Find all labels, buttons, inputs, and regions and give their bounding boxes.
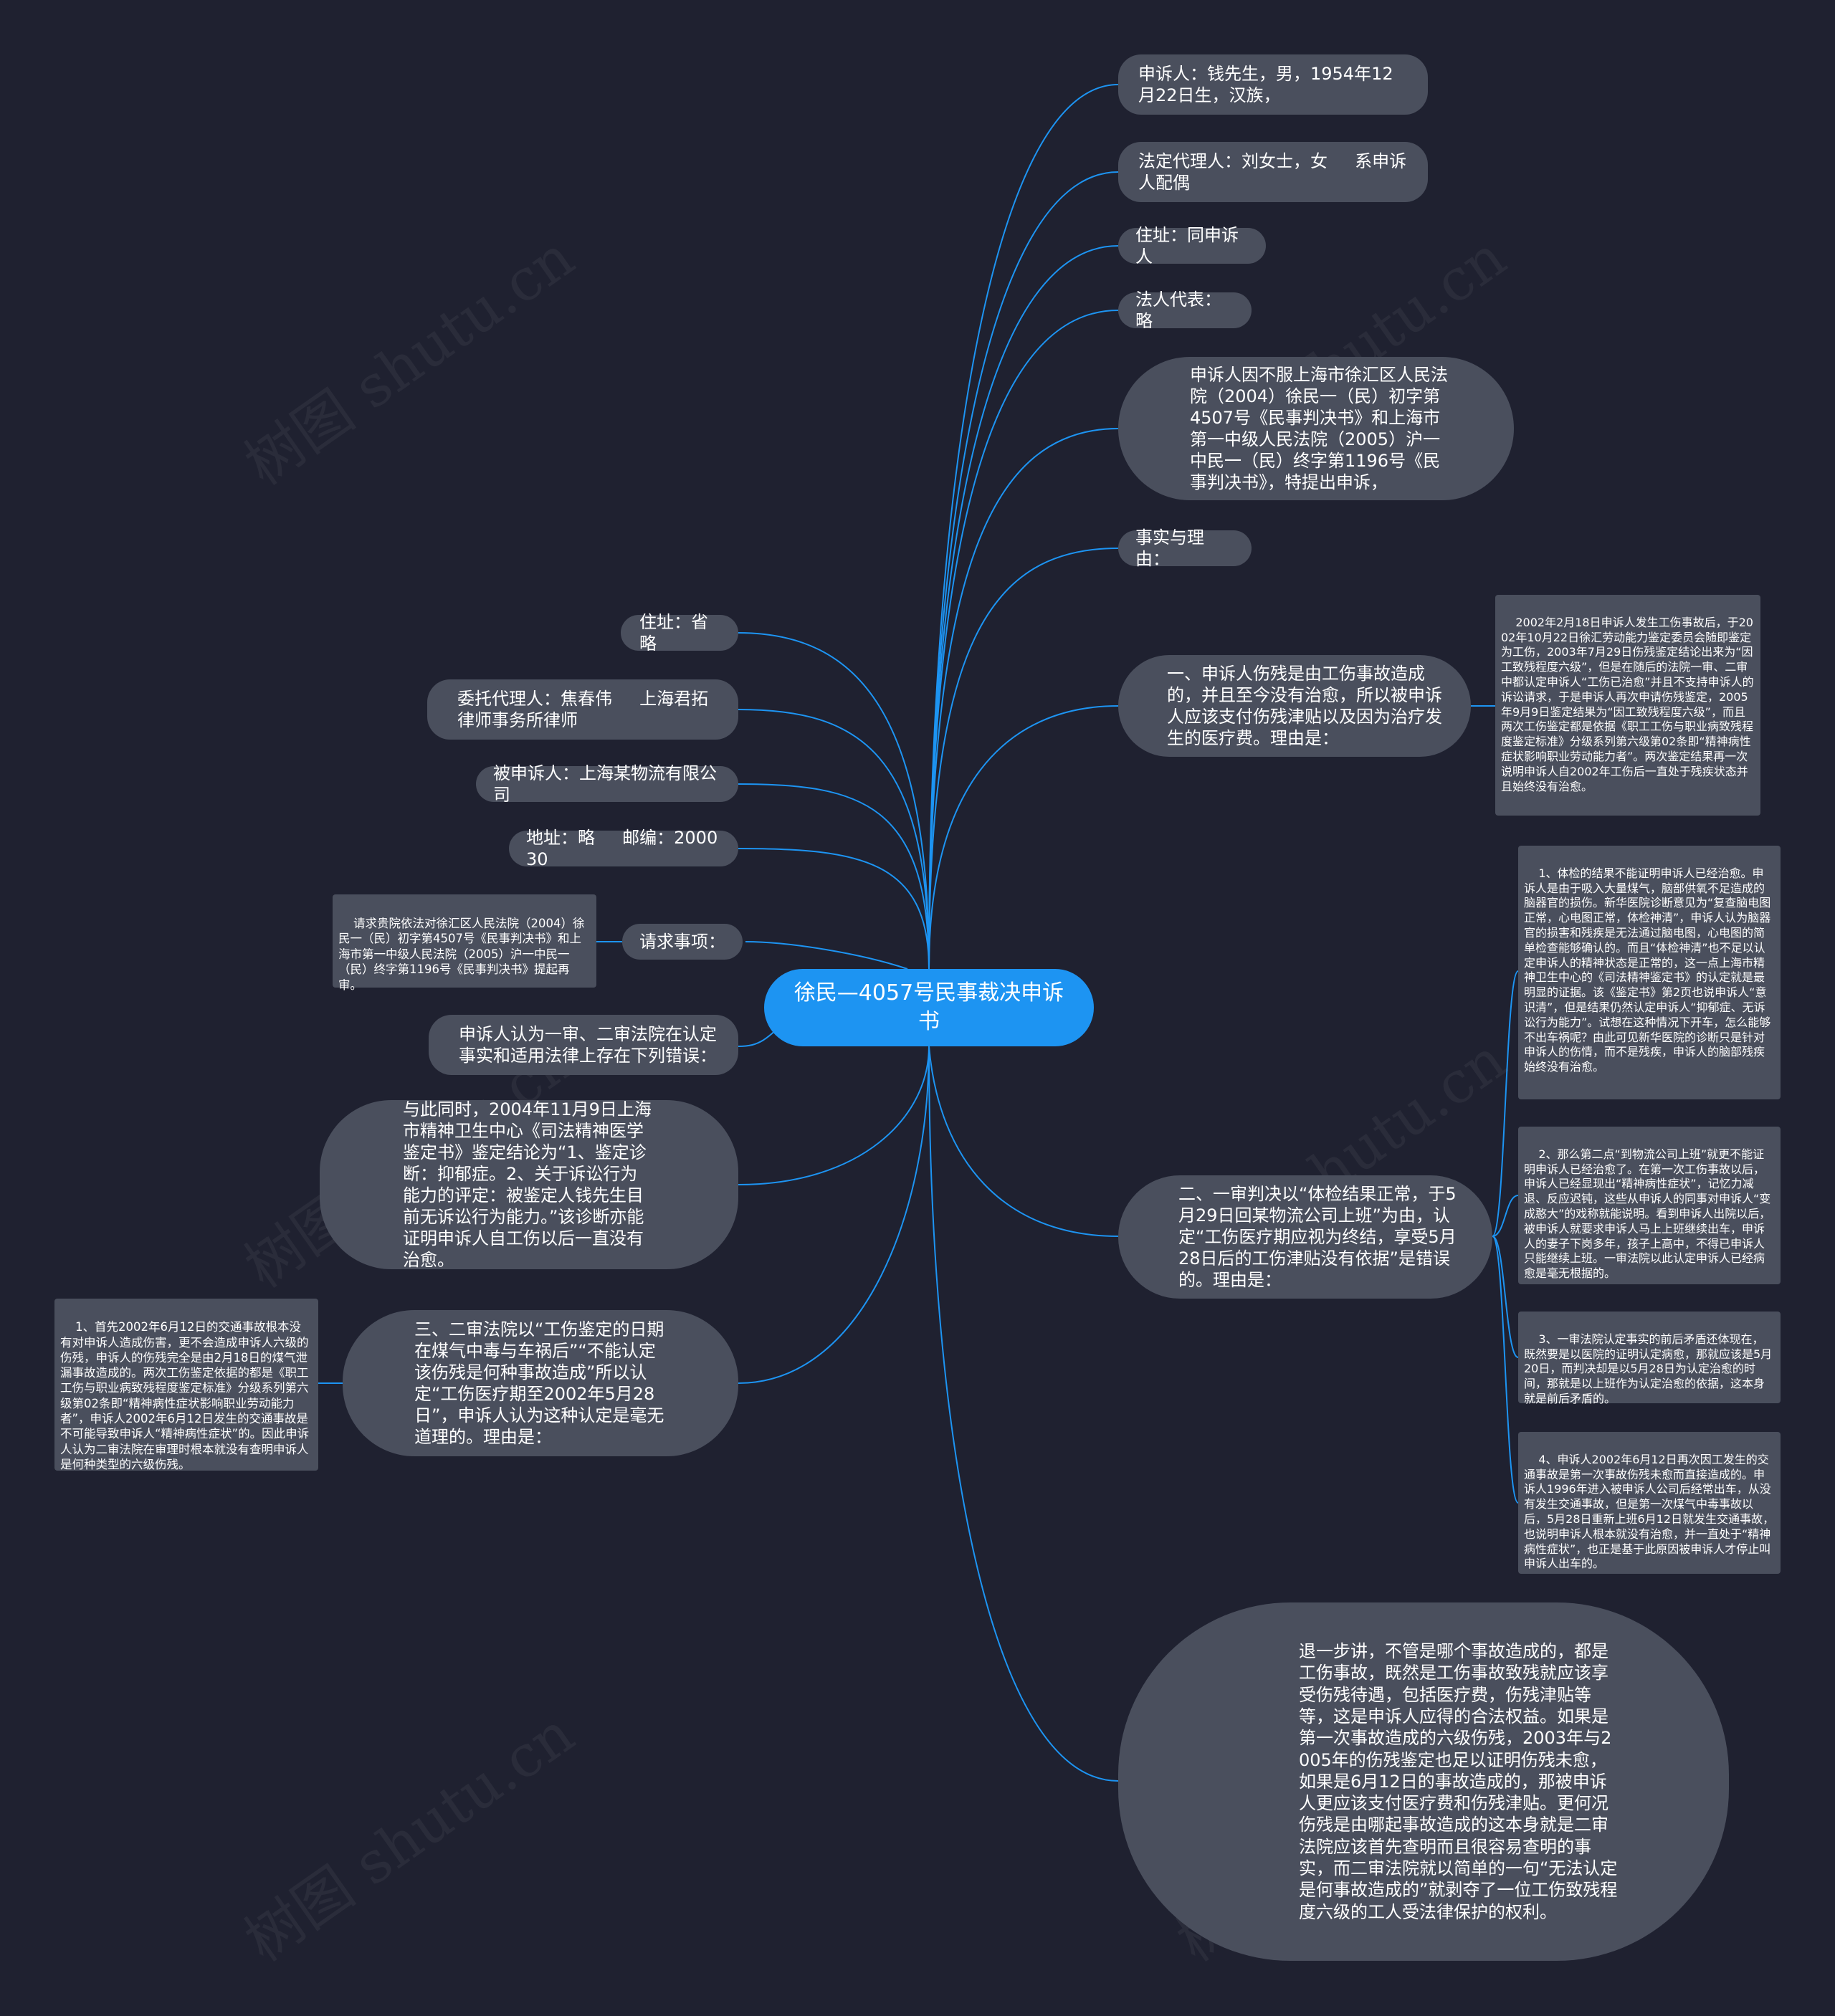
node-text: 被申诉人：上海某物流有限公司 (493, 763, 717, 805)
node-text: 法定代理人：刘女士，女 系申诉人配偶 (1138, 151, 1407, 193)
root-title: 徐民—4057号民事裁决申诉书 (793, 980, 1064, 1034)
link-reason-intro (928, 428, 1119, 970)
root-node[interactable]: 徐民—4057号民事裁决申诉书 (764, 969, 1094, 1046)
note-text: 1、首先2002年6月12日的交通事故根本没有对申诉人造成伤害，更不会造成申诉人… (60, 1320, 310, 1471)
node-text: 一、申诉人伤残是由工伤事故造成的，并且至今没有治愈，所以被申诉人应该支付伤残津贴… (1167, 664, 1442, 748)
node-point3[interactable]: 三、二审法院以“工伤鉴定的日期在煤气中毒与车祸后”“不能认定该伤残是何种事故造成… (343, 1310, 738, 1456)
node-text: 事实与理由： (1135, 527, 1204, 569)
link-postcode (738, 848, 930, 970)
node-point2[interactable]: 二、一审判决以“体检结果正常，于5月29日回某物流公司上班”为由，认定“工伤医疗… (1118, 1175, 1492, 1299)
node-text: 地址：略 邮编：200030 (526, 828, 718, 869)
node-legal-rep[interactable]: 法人代表：略 (1118, 290, 1252, 331)
link-request (745, 941, 908, 970)
note-text: 请求贵院依法对徐汇区人民法院（2004）徐民一（民）初字第4507号《民事判决书… (338, 916, 585, 992)
note-point2-4: 4、申诉人2002年6月12日再次因工发生的交通事故是第一次事故伤残未愈而直接造… (1518, 1432, 1781, 1574)
node-text: 住址：省略 (639, 612, 708, 654)
node-text: 申诉人认为一审、二审法院在认定事实和适用法律上存在下列错误： (459, 1024, 717, 1066)
note-point2-3: 3、一审法院认定事实的前后矛盾还体现在，既然要是以医院的证明认定病愈，那就应该是… (1518, 1312, 1781, 1405)
node-text: 住址：同申诉人 (1135, 225, 1239, 267)
link-point3 (738, 1046, 930, 1384)
node-facts[interactable]: 事实与理由： (1118, 527, 1252, 569)
link-step-back (928, 1046, 1119, 1782)
node-text: 申诉人因不服上海市徐汇区人民法院（2004）徐民一（民）初字第4507号《民事判… (1190, 365, 1448, 492)
node-text: 法人代表：略 (1135, 290, 1221, 331)
link-address (738, 632, 930, 970)
node-text: 请求事项： (639, 932, 725, 952)
note-point3: 1、首先2002年6月12日的交通事故根本没有对申诉人造成伤害，更不会造成申诉人… (54, 1299, 318, 1471)
node-address[interactable]: 住址：省略 (621, 612, 738, 654)
node-meanwhile[interactable]: 与此同时，2004年11月9日上海市精神卫生中心《司法精神医学鉴定书》鉴定结论为… (320, 1099, 738, 1270)
note-point2-2: 2、那么第二点“到物流公司上班”就更不能证明申诉人已经治愈了。在第一次工伤事故以… (1518, 1127, 1781, 1284)
link-point1 (928, 705, 1119, 970)
note-text: 3、一审法院认定事实的前后矛盾还体现在，既然要是以医院的证明认定病愈，那就应该是… (1524, 1332, 1773, 1405)
note-point2-1: 1、体检的结果不能证明申诉人已经治愈。申诉人是由于吸入大量煤气，脑部供氧不足造成… (1518, 846, 1781, 1099)
node-request[interactable]: 请求事项： (622, 924, 743, 960)
node-residence[interactable]: 住址：同申诉人 (1118, 225, 1266, 267)
node-errors[interactable]: 申诉人认为一审、二审法院在认定事实和适用法律上存在下列错误： (429, 1015, 738, 1075)
note-text: 2002年2月18日申诉人发生工伤事故后，于2002年10月22日徐汇劳动能力鉴… (1501, 615, 1754, 793)
note-text: 4、申诉人2002年6月12日再次因工发生的交通事故是第一次事故伤残未愈而直接造… (1524, 1452, 1775, 1571)
node-legal-agent[interactable]: 法定代理人：刘女士，女 系申诉人配偶 (1118, 142, 1428, 202)
node-text: 退一步讲，不管是哪个事故造成的，都是工伤事故，既然是工伤事故致残就应该享受伤残待… (1299, 1641, 1618, 1922)
link-point2 (928, 1046, 1119, 1237)
link-point2-note1 (1492, 970, 1519, 1237)
node-point1[interactable]: 一、申诉人伤残是由工伤事故造成的，并且至今没有治愈，所以被申诉人应该支付伤残津贴… (1118, 655, 1471, 757)
node-step-back[interactable]: 退一步讲，不管是哪个事故造成的，都是工伤事故，既然是工伤事故致残就应该享受伤残待… (1118, 1602, 1729, 1961)
node-text: 与此同时，2004年11月9日上海市精神卫生中心《司法精神医学鉴定书》鉴定结论为… (403, 1099, 652, 1270)
link-point2-note4 (1492, 1236, 1519, 1504)
link-respondent (738, 783, 930, 970)
node-text: 申诉人：钱先生，男，1954年12月22日生，汉族， (1138, 64, 1393, 105)
link-residence (928, 245, 1119, 970)
node-text: 委托代理人：焦春伟 上海君拓律师事务所律师 (457, 689, 709, 730)
node-applicant[interactable]: 申诉人：钱先生，男，1954年12月22日生，汉族， (1118, 54, 1428, 115)
link-point2-note2 (1492, 1195, 1519, 1237)
node-reason-intro[interactable]: 申诉人因不服上海市徐汇区人民法院（2004）徐民一（民）初字第4507号《民事判… (1118, 357, 1514, 500)
link-legal-agent (928, 171, 1119, 970)
node-agent[interactable]: 委托代理人：焦春伟 上海君拓律师事务所律师 (427, 679, 738, 740)
link-agent (738, 709, 930, 970)
link-legal-rep (928, 310, 1119, 970)
node-respondent[interactable]: 被申诉人：上海某物流有限公司 (476, 763, 738, 805)
link-meanwhile (738, 1046, 930, 1185)
link-facts (928, 548, 1119, 970)
note-point1: 2002年2月18日申诉人发生工伤事故后，于2002年10月22日徐汇劳动能力鉴… (1495, 595, 1760, 816)
note-request: 请求贵院依法对徐汇区人民法院（2004）徐民一（民）初字第4507号《民事判决书… (333, 894, 596, 992)
link-point2-note3 (1492, 1236, 1519, 1358)
node-text: 二、一审判决以“体检结果正常，于5月29日回某物流公司上班”为由，认定“工伤医疗… (1178, 1184, 1457, 1290)
node-text: 三、二审法院以“工伤鉴定的日期在煤气中毒与车祸后”“不能认定该伤残是何种事故造成… (414, 1319, 664, 1447)
note-text: 1、体检的结果不能证明申诉人已经治愈。申诉人是由于吸入大量煤气，脑部供氧不足造成… (1524, 866, 1771, 1074)
node-postcode[interactable]: 地址：略 邮编：200030 (509, 828, 738, 869)
note-text: 2、那么第二点“到物流公司上班”就更不能证明申诉人已经治愈了。在第一次工伤事故以… (1524, 1147, 1771, 1281)
